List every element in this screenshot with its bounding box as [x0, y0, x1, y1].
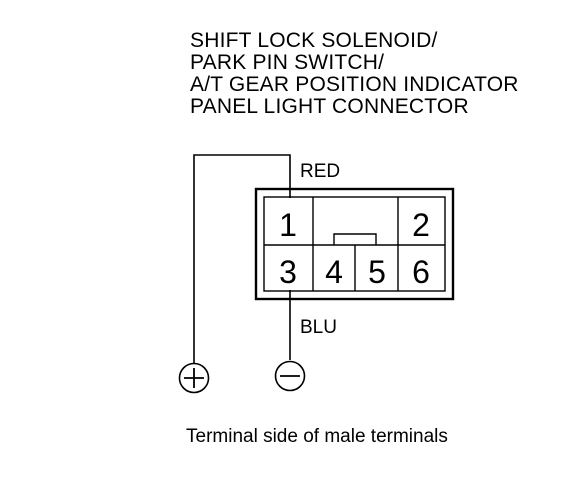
red-wire — [193, 154, 291, 368]
caption: Terminal side of male terminals — [186, 426, 448, 447]
red-wire-label: RED — [300, 161, 340, 182]
terminal-6: 6 — [412, 254, 430, 290]
blu-wire-label: BLU — [300, 317, 337, 338]
terminal-4: 4 — [325, 254, 343, 290]
connector-housing — [254, 187, 455, 301]
title-line-1: SHIFT LOCK SOLENOID/ — [190, 29, 438, 52]
terminal-2: 2 — [412, 207, 430, 243]
terminal-1: 1 — [279, 207, 297, 243]
title-line-3: A/T GEAR POSITION INDICATOR — [190, 73, 519, 96]
connector-title: SHIFT LOCK SOLENOID/ PARK PIN SWITCH/ A/… — [190, 30, 570, 118]
positive-probe-icon — [178, 362, 210, 394]
title-line-4: PANEL LIGHT CONNECTOR — [190, 95, 469, 118]
terminal-3: 3 — [279, 254, 297, 290]
terminal-5: 5 — [368, 254, 386, 290]
negative-probe-icon — [274, 360, 306, 392]
title-line-2: PARK PIN SWITCH/ — [190, 51, 385, 74]
